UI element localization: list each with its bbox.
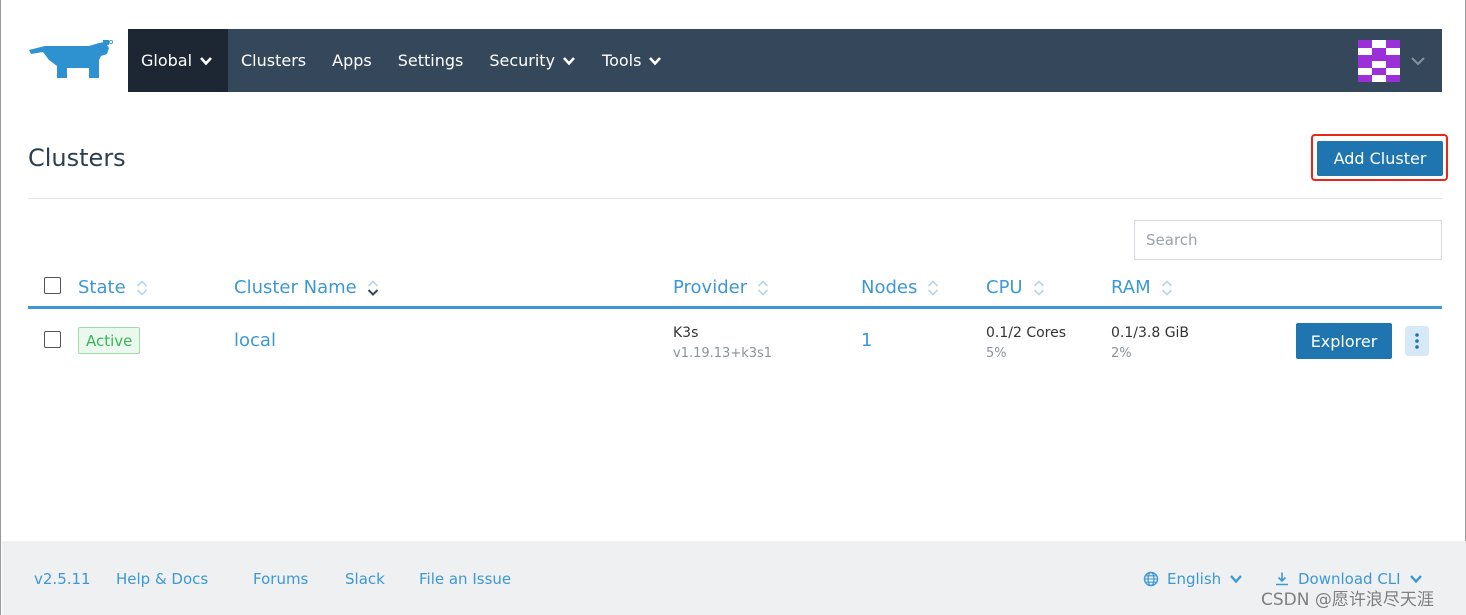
footer-version-link[interactable]: v2.5.11: [34, 570, 91, 588]
nav-settings-label: Settings: [397, 51, 464, 70]
download-cli-label: Download CLI: [1298, 570, 1401, 588]
nav-security-label: Security: [489, 51, 556, 70]
row-actions-menu[interactable]: [1405, 326, 1429, 356]
chevron-down-icon: [1409, 575, 1422, 584]
rancher-logo-icon[interactable]: [27, 38, 115, 82]
column-header-state-label: State: [78, 277, 126, 298]
globe-icon: [1143, 571, 1159, 587]
top-navigation-bar: Global Clusters Apps Settings Security T…: [128, 29, 1442, 92]
select-all-checkbox[interactable]: [44, 277, 61, 294]
language-selector[interactable]: English: [1143, 570, 1243, 588]
column-header-cluster-name-label: Cluster Name: [234, 277, 357, 298]
add-cluster-button[interactable]: Add Cluster: [1317, 141, 1443, 176]
cpu-usage: 0.1/2 Cores: [986, 325, 1067, 341]
ram-percent: 2%: [1111, 346, 1132, 361]
download-cli-menu[interactable]: Download CLI: [1274, 570, 1423, 588]
column-header-ram-label: RAM: [1111, 277, 1151, 298]
nav-security-menu[interactable]: Security: [476, 29, 589, 92]
nav-clusters-label: Clusters: [241, 51, 307, 70]
nodes-count-link[interactable]: 1: [861, 330, 873, 351]
chevron-down-icon: [563, 56, 576, 65]
nav-tools-label: Tools: [602, 51, 642, 70]
cluster-name-link[interactable]: local: [234, 330, 276, 351]
sort-icon: [757, 279, 769, 296]
chevron-down-icon: [200, 56, 213, 65]
provider-version: v1.19.13+k3s1: [673, 346, 773, 361]
chevron-down-icon: [1411, 56, 1425, 65]
column-header-cpu-label: CPU: [986, 277, 1023, 298]
footer-forums-link[interactable]: Forums: [253, 570, 309, 588]
provider-name: K3s: [673, 325, 699, 341]
nav-global-menu[interactable]: Global: [128, 29, 228, 92]
column-header-ram[interactable]: RAM: [1111, 277, 1173, 298]
footer-file-issue-link[interactable]: File an Issue: [419, 570, 512, 588]
watermark-text: CSDN @愿许浪尽天涯: [1261, 590, 1434, 610]
column-header-provider[interactable]: Provider: [673, 277, 769, 298]
chevron-down-icon: [1230, 575, 1243, 584]
row-select-checkbox[interactable]: [44, 331, 61, 348]
download-icon: [1276, 572, 1288, 586]
sort-icon: [1161, 279, 1172, 296]
column-header-provider-label: Provider: [673, 277, 748, 298]
nav-apps[interactable]: Apps: [319, 29, 385, 92]
sort-icon: [367, 279, 378, 296]
chevron-down-icon: [649, 56, 662, 65]
language-label: English: [1167, 570, 1222, 588]
column-header-nodes[interactable]: Nodes: [861, 277, 939, 298]
title-divider: [28, 198, 1442, 199]
cpu-percent: 5%: [986, 346, 1007, 361]
column-header-state[interactable]: State: [78, 277, 148, 298]
search-input[interactable]: [1134, 220, 1442, 260]
column-header-cpu[interactable]: CPU: [986, 277, 1045, 298]
explorer-button[interactable]: Explorer: [1296, 323, 1392, 359]
nav-clusters[interactable]: Clusters: [228, 29, 319, 92]
ram-usage: 0.1/3.8 GiB: [1111, 325, 1190, 341]
add-cluster-highlight: [1311, 134, 1448, 181]
kebab-menu-icon: [1415, 333, 1419, 349]
footer-bar: [2, 541, 1466, 615]
page-title: Clusters: [28, 144, 126, 172]
user-avatar-icon: [1358, 39, 1400, 82]
column-header-cluster-name[interactable]: Cluster Name: [234, 277, 379, 298]
sort-icon: [928, 279, 939, 296]
nav-global-label: Global: [141, 51, 193, 70]
user-menu[interactable]: [1358, 39, 1426, 82]
sort-icon: [1033, 279, 1044, 296]
sort-icon: [136, 279, 147, 296]
nav-settings[interactable]: Settings: [385, 29, 477, 92]
nav-tools-menu[interactable]: Tools: [589, 29, 675, 92]
column-header-nodes-label: Nodes: [861, 277, 918, 298]
table-header-underline: [28, 306, 1442, 309]
footer-help-docs-link[interactable]: Help & Docs: [116, 570, 209, 588]
footer-slack-link[interactable]: Slack: [345, 570, 385, 588]
status-badge: Active: [78, 327, 141, 354]
nav-apps-label: Apps: [332, 51, 372, 70]
